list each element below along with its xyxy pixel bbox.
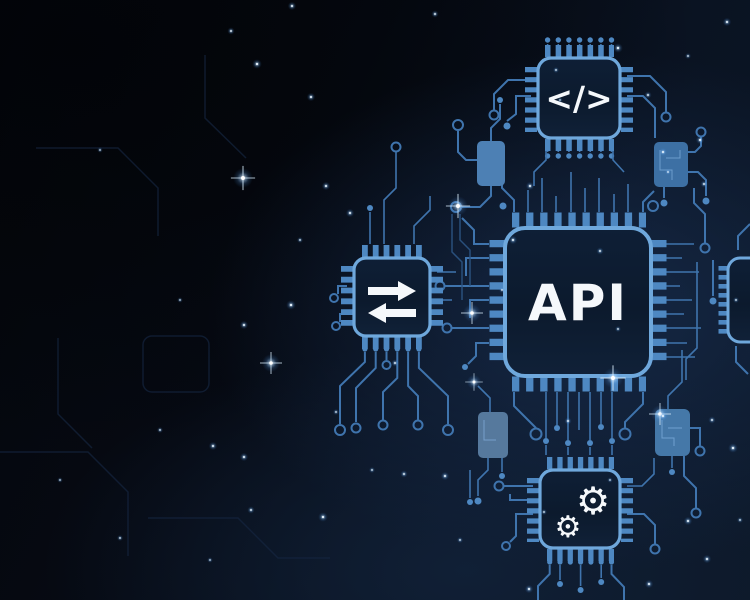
code-chip: </> bbox=[525, 45, 633, 151]
module-chip-solid bbox=[477, 141, 505, 186]
transfer-arrows-icon bbox=[368, 281, 416, 323]
circuit-traces bbox=[329, 37, 750, 600]
svg-text:⚙: ⚙ bbox=[576, 479, 610, 523]
code-icon: </> bbox=[545, 79, 612, 118]
module-chip-plain-bottom-left bbox=[478, 412, 508, 458]
right-edge-chip bbox=[718, 256, 750, 344]
gears-icon: ⚙ ⚙ bbox=[555, 479, 610, 545]
svg-text:⚙: ⚙ bbox=[555, 510, 582, 545]
api-label: API bbox=[528, 274, 628, 332]
api-chip: API bbox=[489, 212, 667, 392]
gears-chip: ⚙ ⚙ bbox=[527, 457, 633, 561]
background-faint-traces bbox=[0, 55, 330, 559]
transfer-chip bbox=[341, 245, 443, 349]
module-chip-textured-top-right bbox=[654, 142, 688, 187]
